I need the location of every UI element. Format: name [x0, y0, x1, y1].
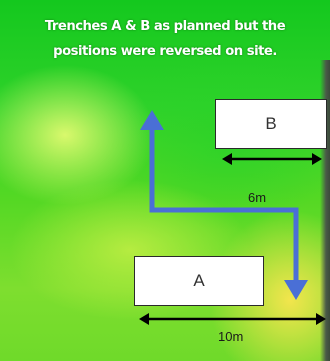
relocation-arrow-path [149, 130, 299, 285]
arrow-head-down-icon [284, 280, 308, 300]
trench-a-label: A [193, 271, 205, 290]
trench-b-label: B [265, 114, 277, 133]
trench-b-width-label: 6m [248, 190, 267, 205]
caption: Trenches A & B as planned but the positi… [0, 14, 330, 64]
caption-line-2: positions were reversed on site. [53, 44, 277, 59]
trench-a-width-label: 10m [218, 329, 244, 344]
dimension-line-b [222, 153, 322, 165]
trench-a: A [134, 256, 264, 306]
dimension-line-a [139, 313, 326, 325]
arrow-head-up-icon [140, 110, 164, 130]
right-edge-shadow [320, 60, 330, 361]
trench-b: B [215, 99, 327, 149]
caption-line-1: Trenches A & B as planned but the [44, 19, 286, 34]
relocation-arrow [140, 110, 308, 300]
